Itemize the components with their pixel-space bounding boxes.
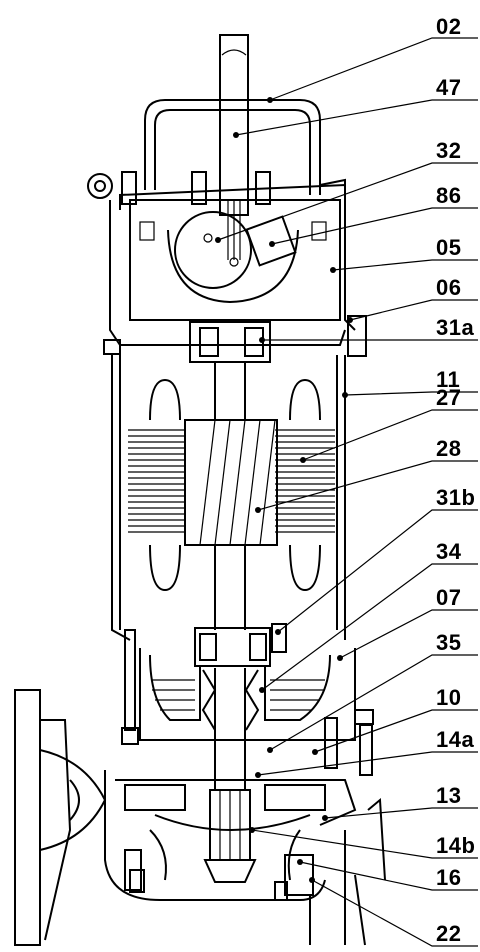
part-label-07: 07 — [436, 585, 461, 610]
part-label-32: 32 — [436, 138, 461, 163]
part-label-02: 02 — [436, 14, 461, 39]
part-label-31b: 31b — [436, 485, 475, 510]
part-label-22: 22 — [436, 921, 461, 946]
part-label-27: 27 — [436, 385, 461, 410]
part-label-10: 10 — [436, 685, 461, 710]
part-label-06: 06 — [436, 275, 461, 300]
part-labels: 02 47 32 86 05 06 31a 11 27 28 31b 34 07… — [436, 14, 475, 946]
part-label-13: 13 — [436, 783, 461, 808]
part-label-05: 05 — [436, 235, 461, 260]
part-label-16: 16 — [436, 865, 461, 890]
part-label-86: 86 — [436, 183, 461, 208]
part-label-28: 28 — [436, 436, 461, 461]
part-label-31a: 31a — [436, 315, 474, 340]
part-label-47: 47 — [436, 75, 461, 100]
part-label-14a: 14a — [436, 727, 474, 752]
leader-lines — [217, 37, 478, 947]
pump-body — [14, 34, 386, 946]
stator-laminations — [128, 429, 335, 533]
oil-level-marks — [152, 679, 325, 711]
part-label-34: 34 — [436, 539, 462, 564]
leader-dots — [215, 97, 353, 883]
part-label-14b: 14b — [436, 833, 475, 858]
part-label-11: 11 — [436, 367, 460, 392]
part-label-35: 35 — [436, 630, 461, 655]
